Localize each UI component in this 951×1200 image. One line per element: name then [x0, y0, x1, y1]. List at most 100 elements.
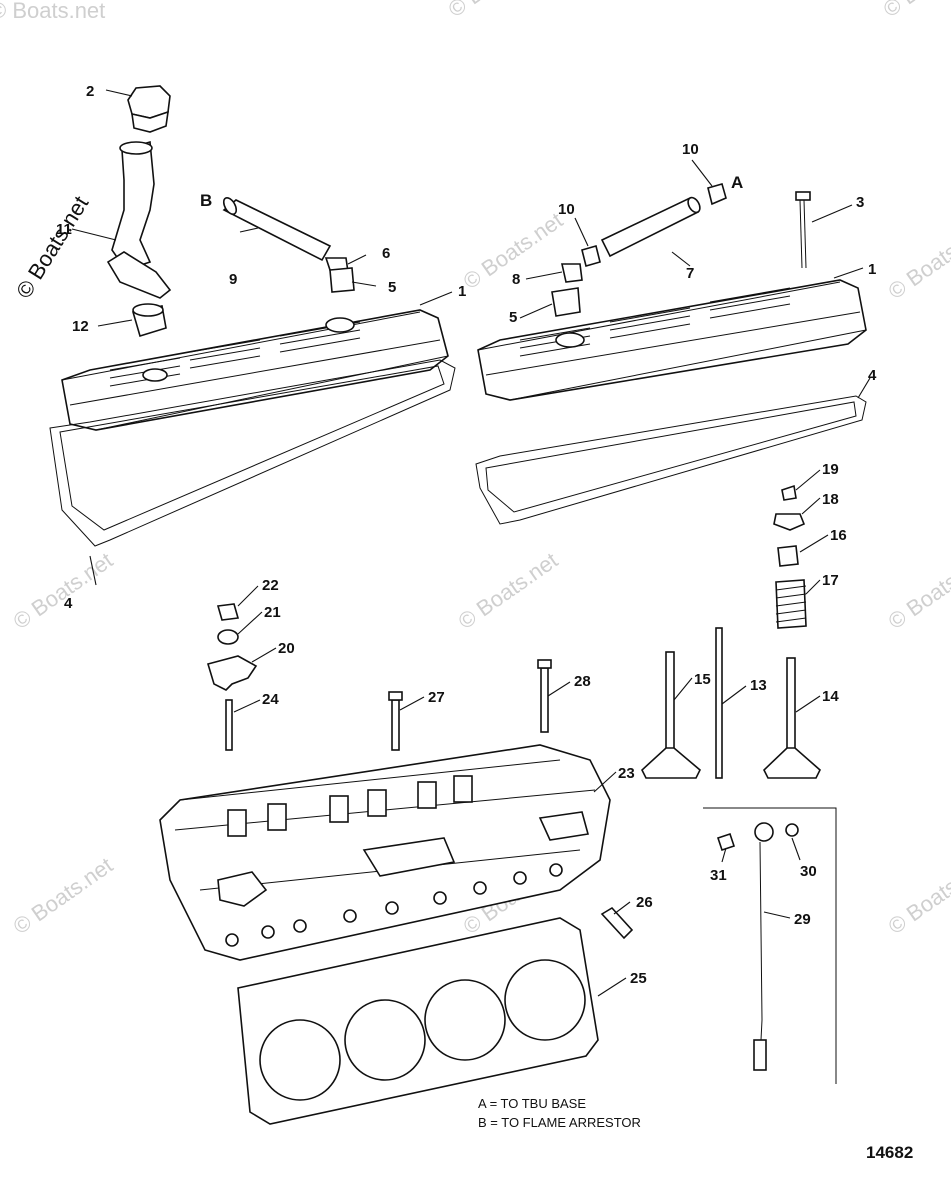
- bolt-boss: [261, 925, 275, 939]
- rocker-arm: [206, 655, 258, 691]
- marker-a: A: [731, 173, 743, 192]
- intake-valve-stem: [665, 651, 675, 757]
- watermark: © Boats.net: [9, 852, 118, 939]
- watermark: © Boats.net: [11, 192, 93, 303]
- valve-seal: [777, 545, 799, 567]
- head-valve-spring: [417, 781, 437, 809]
- valve-spring-coils: [775, 585, 807, 623]
- oil-fill-tube-bracket: [106, 251, 172, 299]
- oil-fill-cap-base: [131, 110, 169, 133]
- callout-10: 10: [682, 141, 699, 158]
- callout-11: 11: [56, 221, 72, 238]
- callout-16: 16: [830, 527, 847, 544]
- exhaust-port-pair: [362, 837, 456, 877]
- callout-24: 24: [262, 691, 279, 708]
- callout-31: 31: [710, 867, 727, 884]
- head-valve-spring: [267, 803, 287, 831]
- callout-17: 17: [822, 572, 839, 589]
- knock-sensor-bolt: [716, 832, 736, 852]
- watermark: © Boats.net: [9, 547, 118, 634]
- callout-25: 25: [630, 970, 647, 987]
- grommet-top: [132, 303, 164, 317]
- bolt-boss: [549, 863, 563, 877]
- rocker-arm-nut: [216, 603, 240, 621]
- pcv-hose-end: [222, 197, 238, 215]
- callout-13: 13: [750, 677, 767, 694]
- rocker-arm-stud: [225, 699, 233, 751]
- watermark: © Boats.net: [884, 547, 951, 634]
- knock-sensor: [754, 822, 774, 842]
- valve-train-parts: [206, 484, 821, 940]
- watermark: © Boats.net: [444, 0, 553, 22]
- watermark: © Boats.net: [0, 0, 105, 23]
- valve-keeper: [781, 484, 797, 501]
- callout-29: 29: [794, 911, 811, 928]
- group-border: [703, 807, 837, 1084]
- exhaust-port: [217, 871, 268, 907]
- bolt-boss: [343, 909, 357, 923]
- rocker-cover-ribs: [477, 281, 867, 401]
- bolt: [803, 199, 807, 269]
- head-valve-spring: [227, 809, 247, 837]
- cylinder-head-bolt-long: [540, 667, 549, 733]
- bolt-boss: [433, 891, 447, 905]
- knock-sensor-wire: [759, 841, 763, 1061]
- callout-5: 5: [388, 279, 396, 296]
- rocker-cover-gasket-inner: [59, 365, 445, 531]
- callout-23: 23: [618, 765, 635, 782]
- callout-2: 2: [86, 83, 94, 100]
- head-valve-spring: [453, 775, 473, 803]
- legend-line-a: A = TO TBU BASE: [478, 1096, 586, 1111]
- head-valve-spring: [329, 795, 349, 823]
- bolt-boss: [513, 871, 527, 885]
- cylinder-bore: [424, 979, 506, 1061]
- knock-sensor-group: [703, 807, 837, 1084]
- tbu-hose-end: [687, 196, 701, 214]
- oil-fill-tube: [111, 140, 155, 271]
- callout-12: 12: [72, 318, 89, 335]
- callout-6: 6: [382, 245, 390, 262]
- exhaust-valve-head: [763, 747, 821, 779]
- pcv-hose: [222, 199, 332, 262]
- cylinder-bore: [344, 999, 426, 1081]
- callout-15: 15: [694, 671, 711, 688]
- callout-26: 26: [636, 894, 653, 911]
- elbow-fitting: [561, 263, 583, 283]
- watermark: © Boats.net: [454, 547, 563, 634]
- callout-14: 14: [822, 688, 839, 705]
- callout-numbers: 2 11 12 9 6 5 1 4 10 10 7 8 5 3 1 4 19 1…: [56, 83, 877, 987]
- callout-22: 22: [262, 577, 279, 594]
- intake-valve-head: [641, 747, 701, 779]
- bolt: [799, 199, 803, 269]
- cylinder-head: [159, 744, 611, 961]
- diagram-number: 14682: [866, 1143, 913, 1162]
- callout-19: 19: [822, 461, 839, 478]
- callout-4: 4: [868, 367, 877, 384]
- callout-4: 4: [64, 595, 73, 612]
- rocker-cover-fins: [519, 287, 791, 357]
- grommet: [551, 287, 581, 317]
- connection-markers: A B: [200, 173, 743, 210]
- rocker-cover-hole: [325, 317, 355, 333]
- right-rocker-cover-assembly: [475, 183, 867, 525]
- callout-9: 9: [229, 271, 237, 288]
- rocker-cover-left: [61, 309, 449, 431]
- rocker-cover-gasket-left: [49, 359, 456, 547]
- bolt-boss: [473, 881, 487, 895]
- callout-5: 5: [509, 309, 517, 326]
- bolt-boss: [225, 933, 239, 947]
- callout-30: 30: [800, 863, 817, 880]
- callout-1: 1: [458, 283, 466, 300]
- cylinder-bore: [259, 1019, 341, 1101]
- bolt-boss: [385, 901, 399, 915]
- oil-fill-tube-opening: [119, 141, 153, 155]
- callout-21: 21: [264, 604, 281, 621]
- callout-8: 8: [512, 271, 520, 288]
- valve-spring-retainer: [773, 513, 806, 531]
- leader-lines: [71, 89, 871, 997]
- callout-20: 20: [278, 640, 295, 657]
- tbu-hose: [600, 196, 700, 258]
- rocker-cover-gasket-inner: [485, 401, 857, 513]
- pcv-grommet: [329, 267, 355, 293]
